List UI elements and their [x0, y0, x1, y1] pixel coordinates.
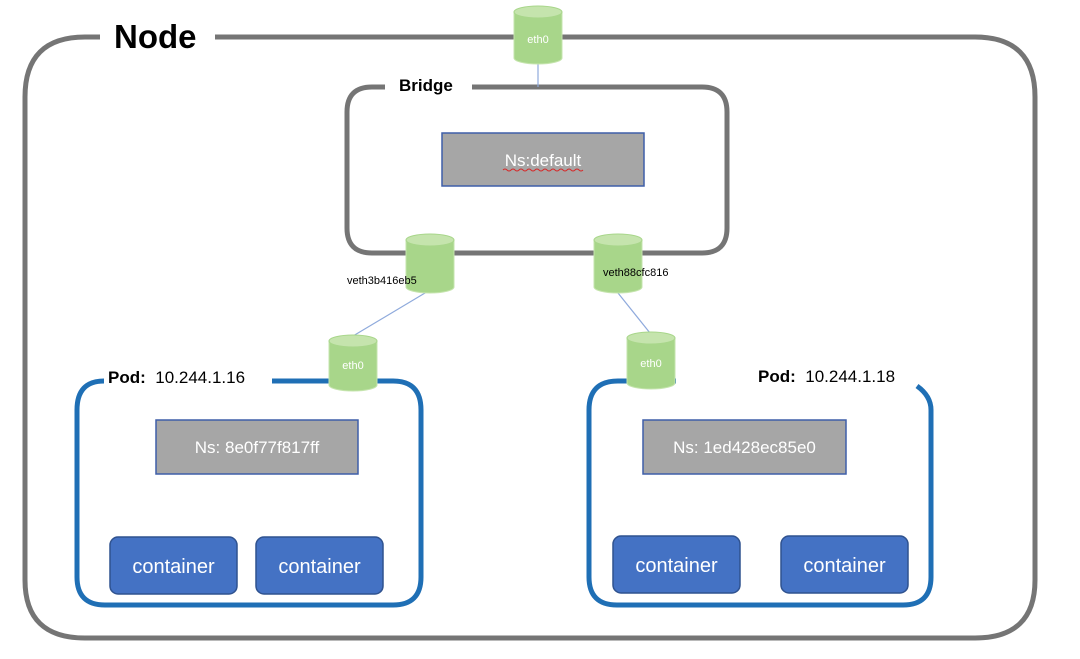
veth-2-cylinder [593, 233, 643, 294]
link-veth2-pod2-eth0 [617, 292, 651, 334]
pod-2-container-2 [780, 535, 909, 594]
pod-2-ip: 10.244.1.18 [805, 367, 895, 386]
bridge-namespace-box [441, 132, 645, 187]
pod-1-container-1 [109, 536, 238, 595]
veth-2-label: veth88cfc816 [603, 267, 668, 279]
pod-2-boundary [586, 378, 934, 608]
veth-1-label: veth3b416eb5 [347, 275, 417, 287]
pod-2-namespace-label: Ns: 1ed428ec85e0 [673, 438, 816, 457]
node-eth0-cylinder: eth0 [513, 5, 563, 65]
spellcheck-squiggle [502, 168, 584, 172]
pod-2-namespace-box [642, 419, 847, 475]
pod-1-boundary [74, 378, 424, 608]
pod-1-namespace-label: Ns: 8e0f77f817ff [195, 438, 320, 457]
link-veth1-pod1-eth0 [352, 289, 431, 337]
pod-1-eth0-label: eth0 [342, 360, 363, 372]
bridge-boundary [344, 84, 730, 256]
node-boundary [22, 34, 1038, 641]
pod-2-label: Pod: 10.244.1.18 [758, 367, 895, 386]
bridge-namespace-label: Ns:default [505, 151, 582, 170]
pod-2-eth0-cylinder: eth0 [626, 331, 676, 390]
pod-2-container-2-label: container [803, 555, 886, 577]
pod-1-eth0-cylinder: eth0 [328, 334, 378, 392]
bridge-title: Bridge [399, 76, 453, 95]
pod-2-container-1 [612, 535, 741, 594]
pod-1-namespace-box [155, 419, 359, 475]
pod-1-container-2-label: container [278, 556, 361, 578]
pod-2-container-1-label: container [635, 555, 718, 577]
pod-2-key: Pod: [758, 367, 796, 386]
pod-1-ip: 10.244.1.16 [155, 368, 245, 387]
node-title: Node [114, 18, 197, 55]
pod-2-eth0-label: eth0 [640, 358, 661, 370]
pod-1-container-1-label: container [132, 556, 215, 578]
pod-1-container-2 [255, 536, 384, 595]
veth-1-cylinder [405, 233, 455, 294]
node-eth0-label: eth0 [527, 34, 548, 46]
pod-1-label: Pod: 10.244.1.16 [108, 368, 245, 387]
pod-1-key: Pod: [108, 368, 146, 387]
